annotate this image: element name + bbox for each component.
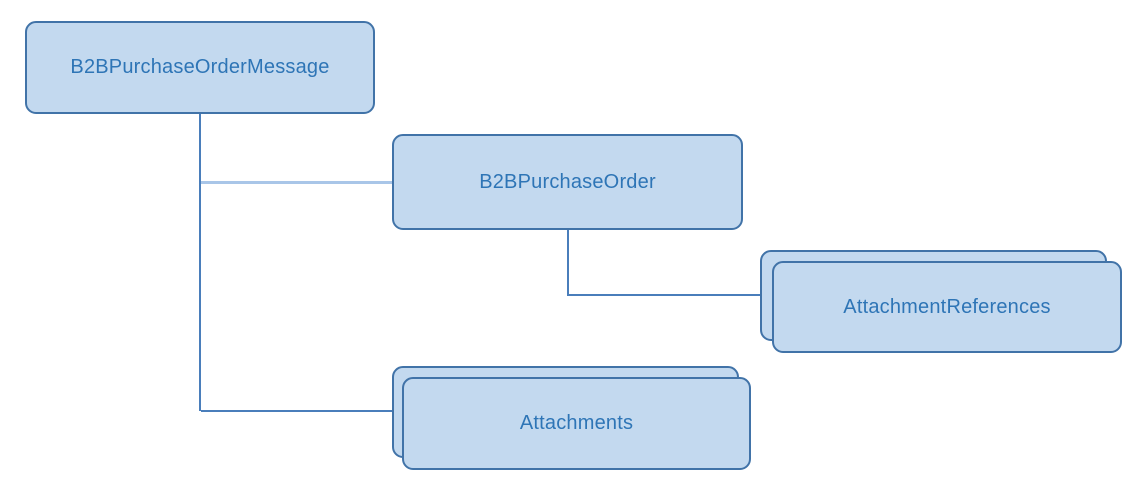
node-label: B2BPurchaseOrderMessage bbox=[70, 56, 330, 78]
node-label: B2BPurchaseOrder bbox=[479, 170, 656, 193]
node-b2b-purchase-order-message: B2BPurchaseOrderMessage bbox=[25, 21, 375, 114]
node-label: Attachments bbox=[519, 412, 634, 434]
connector-branch-to-attachments bbox=[201, 410, 392, 412]
node-b2b-purchase-order: B2BPurchaseOrder bbox=[392, 134, 743, 230]
node-attachment-references: AttachmentReferences bbox=[772, 261, 1122, 353]
connector-b2b-purchase-order-vertical bbox=[567, 230, 569, 296]
connector-branch-to-b2b-purchase-order bbox=[201, 181, 392, 184]
connector-trunk-vertical bbox=[199, 114, 201, 411]
connector-branch-to-attachment-references bbox=[569, 294, 760, 296]
node-attachments: Attachments bbox=[402, 377, 751, 470]
node-label: AttachmentReferences bbox=[843, 295, 1051, 318]
